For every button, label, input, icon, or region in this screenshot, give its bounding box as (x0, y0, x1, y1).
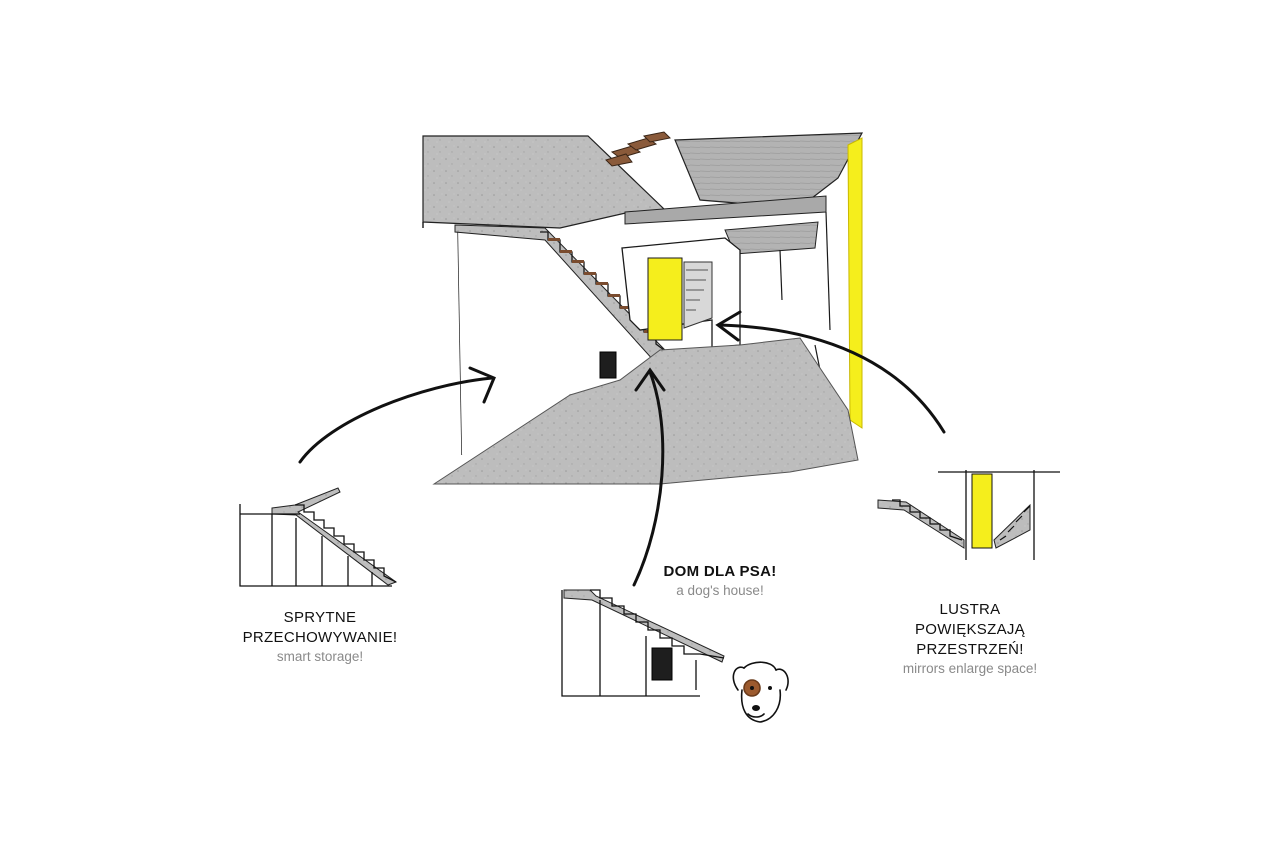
ceiling-slab-right (674, 132, 864, 206)
caption-mirrors-subtitle: mirrors enlarge space! (902, 661, 1038, 676)
storage-mini-sketch (239, 487, 398, 587)
arrow-dog (632, 370, 665, 587)
main-perspective-sketch (422, 131, 864, 485)
dog-house-door (599, 351, 617, 379)
mirrors-mini-sketch (877, 470, 1060, 560)
dog-nose (752, 705, 760, 711)
arrow-storage-head (468, 366, 496, 404)
reflected-stairs (683, 261, 713, 329)
caption-dog-title: DOM DLA PSA! (663, 563, 777, 580)
arrow-storage (298, 376, 494, 464)
dog-eye-right (768, 686, 772, 690)
caption-storage-title-1: SPRYTNE (283, 609, 357, 626)
reflected-stairs-mini (993, 503, 1031, 549)
arrows (298, 310, 946, 587)
arrow-mirrors-head (715, 310, 742, 342)
concrete-floor (432, 337, 859, 485)
yellow-mirror-mini (971, 473, 993, 549)
caption-mirrors: LUSTRA POWIĘKSZAJĄ PRZESTRZEŃ! mirrors e… (880, 600, 1060, 678)
yellow-mirror-back (647, 257, 683, 341)
arrow-mirrors (718, 323, 946, 434)
caption-storage-subtitle: smart storage! (276, 649, 364, 664)
dog-illustration (732, 661, 789, 723)
caption-storage-title-2: PRZECHOWYWANIE! (242, 629, 398, 646)
dog-eye-left (750, 686, 754, 690)
upper-wooden-treads (605, 131, 672, 167)
arrow-dog-head (634, 367, 666, 392)
stair-underside (458, 228, 660, 455)
caption-dog-subtitle: a dog's house! (676, 583, 764, 598)
caption-mirrors-title-1: LUSTRA (939, 601, 1001, 618)
right-wall-lines (779, 211, 831, 371)
dog-house-mini-sketch (561, 589, 725, 697)
caption-smart-storage: SPRYTNE PRZECHOWYWANIE! smart storage! (230, 608, 410, 666)
dog-house-door-mini (651, 647, 673, 681)
yellow-mirror-right (847, 137, 863, 429)
caption-dog-house: DOM DLA PSA! a dog's house! (640, 562, 800, 600)
caption-mirrors-title-3: PRZESTRZEŃ! (916, 641, 1024, 658)
caption-mirrors-title-2: POWIĘKSZAJĄ (915, 621, 1025, 638)
